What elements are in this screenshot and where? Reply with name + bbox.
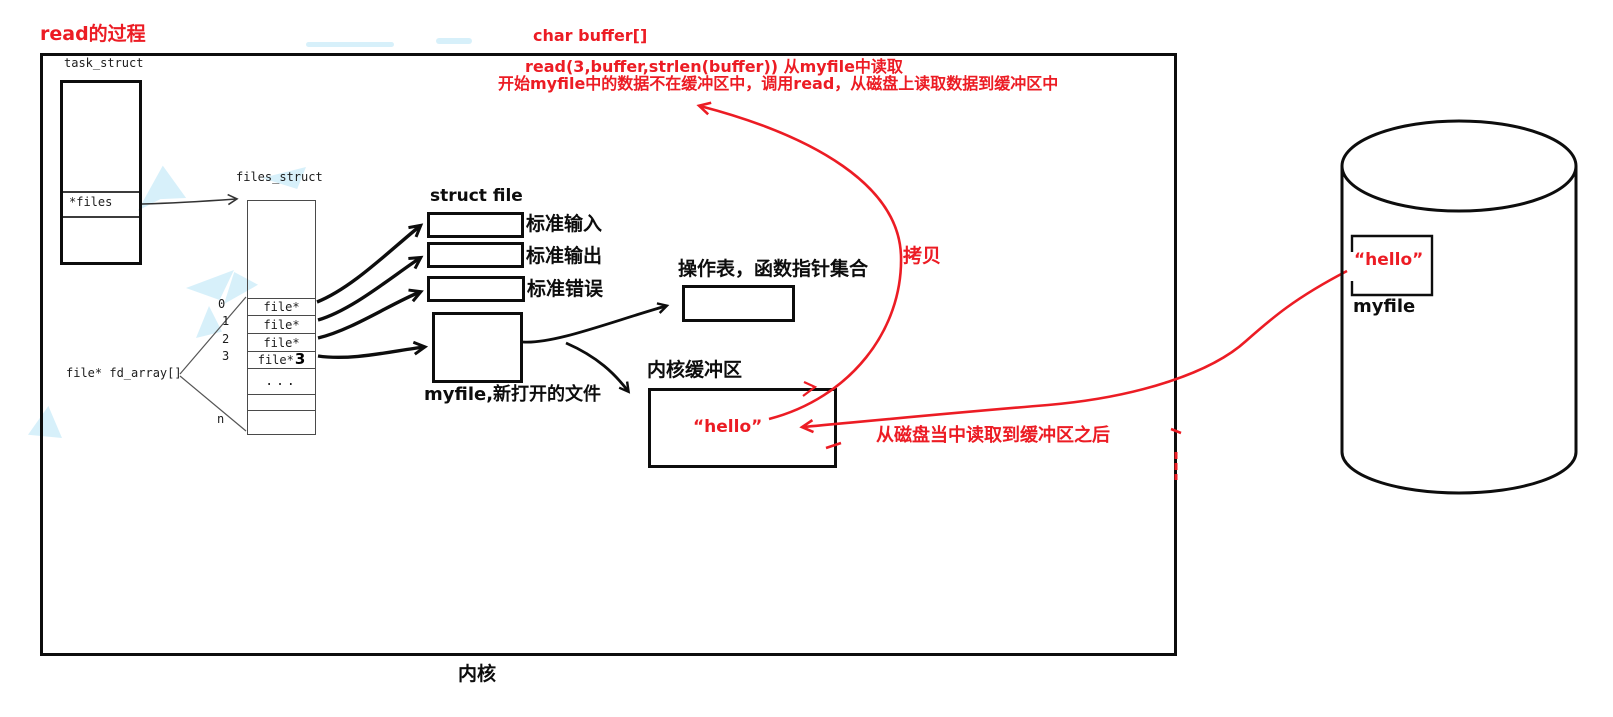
fd-row-value: file* xyxy=(263,300,300,314)
fd-ellipsis-row: ... xyxy=(248,368,315,394)
task-struct-box: *files xyxy=(60,80,142,265)
struct-file-box-stdin xyxy=(427,212,524,238)
fd-empty-row xyxy=(248,394,315,410)
fd-row-0: file* xyxy=(248,298,315,315)
fd-row-2: file* xyxy=(248,333,315,351)
fd-row-3: file*3 xyxy=(248,350,315,368)
operation-table-box xyxy=(682,285,795,322)
myfile-caption: myfile,新打开的文件 xyxy=(424,384,602,405)
read-detail-annotation: 开始myfile中的数据不在缓冲区中，调用read，从磁盘上读取数据到缓冲区中 xyxy=(498,74,1059,93)
files-struct-box: file* file* file* file*3 ... xyxy=(247,200,316,435)
fd-row-value: file* xyxy=(263,317,300,332)
fd-index-n: n xyxy=(217,412,225,426)
copy-annotation: 拷贝 xyxy=(903,245,942,267)
fd-row-value: file* xyxy=(257,353,294,367)
kernel-label: 内核 xyxy=(458,663,497,685)
fd-row-value: file* xyxy=(263,335,300,350)
watermark-mark xyxy=(306,42,394,47)
char-buffer-annotation: char buffer[] xyxy=(533,26,648,45)
struct-file-box-stderr xyxy=(427,276,525,302)
fd-index-2: 2 xyxy=(222,332,230,346)
struct-file-title: struct file xyxy=(430,186,523,206)
files-struct-label: files_struct xyxy=(236,170,323,184)
stderr-label: 标准错误 xyxy=(527,278,604,300)
fd-empty-row xyxy=(248,410,315,434)
fd-row-1: file* xyxy=(248,315,315,333)
task-struct-label: task_struct xyxy=(64,56,144,70)
disk-to-buffer-annotation: 从磁盘当中读取到缓冲区之后 xyxy=(876,425,1110,446)
fd-row-3-badge: 3 xyxy=(294,350,306,368)
fd-index-1: 1 xyxy=(222,314,230,328)
operation-table-caption: 操作表，函数指针集合 xyxy=(678,258,869,280)
struct-file-box-stdout xyxy=(427,242,524,268)
watermark-mark xyxy=(436,38,472,44)
task-struct-divider xyxy=(63,216,139,218)
diagram-title: read的过程 xyxy=(40,23,146,45)
fd-index-3: 3 xyxy=(222,349,230,363)
disk-file-content: “hello” xyxy=(1354,250,1424,270)
struct-file-box-myfile xyxy=(432,312,523,383)
disk-top-ellipse xyxy=(1340,119,1578,213)
fd-array-label: file* fd_array[] xyxy=(66,366,182,380)
kernel-box xyxy=(40,53,1177,656)
fd-index-0: 0 xyxy=(218,297,226,311)
stdin-label: 标准输入 xyxy=(526,213,603,235)
files-pointer-field: *files xyxy=(69,195,113,209)
kernel-buffer-caption: 内核缓冲区 xyxy=(647,359,743,381)
read-call-annotation: read(3,buffer,strlen(buffer)) 从myfile中读取 xyxy=(525,57,903,76)
stdout-label: 标准输出 xyxy=(526,245,603,267)
disk-file-label: myfile xyxy=(1353,296,1416,317)
disk-bottom-arc xyxy=(1340,451,1578,495)
task-struct-divider xyxy=(63,191,139,193)
kernel-buffer-content: “hello” xyxy=(693,417,763,437)
files-struct-empty-area xyxy=(248,201,315,298)
